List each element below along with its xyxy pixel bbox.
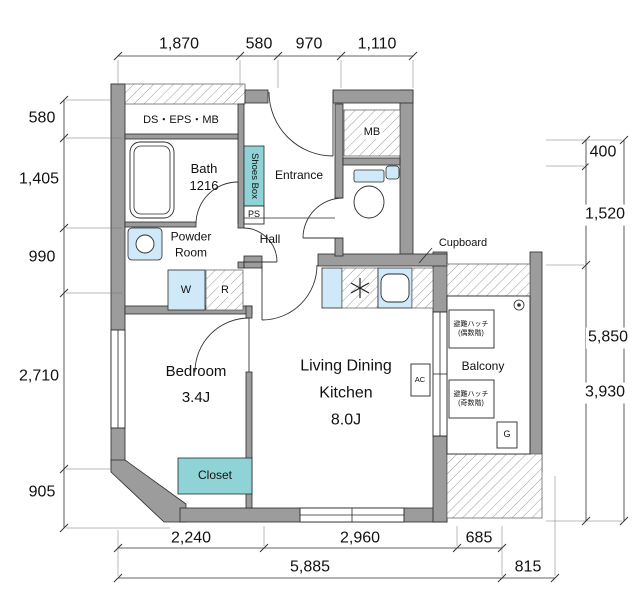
label-mb: MB (361, 124, 383, 140)
hatched-strip-top (446, 263, 531, 297)
label-cupboard: Cupboard (438, 236, 488, 249)
dim-right-0: 400 (587, 142, 619, 164)
balcony-door-window (432, 311, 448, 437)
closet-box (177, 457, 253, 495)
toilet-icon (353, 165, 400, 219)
label-ac: AC (414, 375, 426, 385)
bedroom-window (110, 329, 126, 429)
label-closet: Closet (197, 468, 233, 483)
label-bedroom: Bedroom 3.4J (165, 363, 227, 406)
vanity-sink-icon (127, 227, 163, 261)
dim-right-2: 3,930 (582, 382, 628, 404)
cupboard-leader-line (418, 247, 433, 264)
dim-top-0: 1,870 (158, 35, 200, 53)
dim-right-1: 1,520 (582, 204, 628, 226)
entrance-door-arc (268, 91, 334, 157)
label-ldk: Living Dining Kitchen 8.0J (300, 357, 392, 429)
bedroom-door-arc (194, 317, 250, 373)
fixtures (127, 109, 434, 495)
chamfer-wall (110, 459, 187, 523)
dim-left-0: 580 (28, 109, 56, 127)
cupboard-box (411, 267, 434, 309)
bathtub-icon (129, 141, 175, 219)
burner-symbol-icon (350, 278, 370, 298)
kitchen-sink-icon (380, 273, 410, 303)
balcony-outer-wall (529, 251, 543, 473)
dim-top-1: 580 (245, 35, 273, 53)
dim-bottom-1: 2,960 (339, 529, 381, 547)
dim-left-1: 1,405 (18, 170, 60, 188)
dim-bottom-0: 2,240 (170, 529, 212, 547)
label-evac-hatch-even: 避難ハッチ (偶数階) (453, 321, 489, 337)
ac-box (410, 363, 431, 397)
corner-basin-icon (385, 165, 400, 180)
label-powder-room: Powder Room (170, 229, 212, 259)
drain-icon (513, 299, 525, 311)
dim-left-3: 2,710 (18, 367, 60, 385)
extension-lines (66, 60, 622, 576)
dim-top-2: 970 (295, 35, 323, 53)
hatched-wall-cap (110, 83, 246, 105)
dim-left-2: 990 (28, 248, 56, 266)
dim-bottom-2: 685 (465, 529, 493, 547)
bath-door-arc (195, 181, 239, 225)
kitchen-counter (321, 267, 434, 309)
label-shoes-box: Shoes Box (249, 153, 261, 199)
hall-ldk-door-arc (261, 264, 318, 321)
toilet-door-arc (302, 197, 344, 239)
dim-left-4: 905 (28, 483, 56, 501)
label-washer: W (180, 283, 192, 296)
label-balcony: Balcony (461, 359, 505, 374)
dim-right-total: 5,850 (585, 327, 631, 349)
gas-meter-box (496, 421, 518, 449)
powder-room-door-arc (242, 227, 278, 263)
door-arcs (194, 91, 344, 373)
dim-bottom-balcony: 815 (514, 558, 542, 576)
label-hall: Hall (259, 232, 281, 247)
evac-hatch-even-box (448, 309, 495, 349)
label-evac-hatch-odd: 避難ハッチ (奇数階) (453, 391, 489, 407)
label-gas-meter: G (503, 429, 511, 440)
label-refrigerator: R (219, 282, 231, 298)
windows (110, 311, 448, 523)
washer-box (167, 269, 206, 311)
dim-bottom-total: 5,885 (289, 558, 331, 576)
label-bath: Bath 1216 (189, 161, 219, 193)
dim-top-3: 1,110 (357, 35, 397, 53)
ldk-window (299, 507, 405, 523)
label-ds-eps-mb: DS・EPS・MB (143, 113, 219, 126)
balcony-area (446, 263, 543, 519)
label-entrance: Entrance (274, 168, 324, 183)
hatched-strip-bottom (446, 453, 543, 519)
evac-hatch-odd-box (448, 379, 495, 419)
ps-box (243, 205, 265, 225)
label-ps: PS (247, 209, 261, 220)
